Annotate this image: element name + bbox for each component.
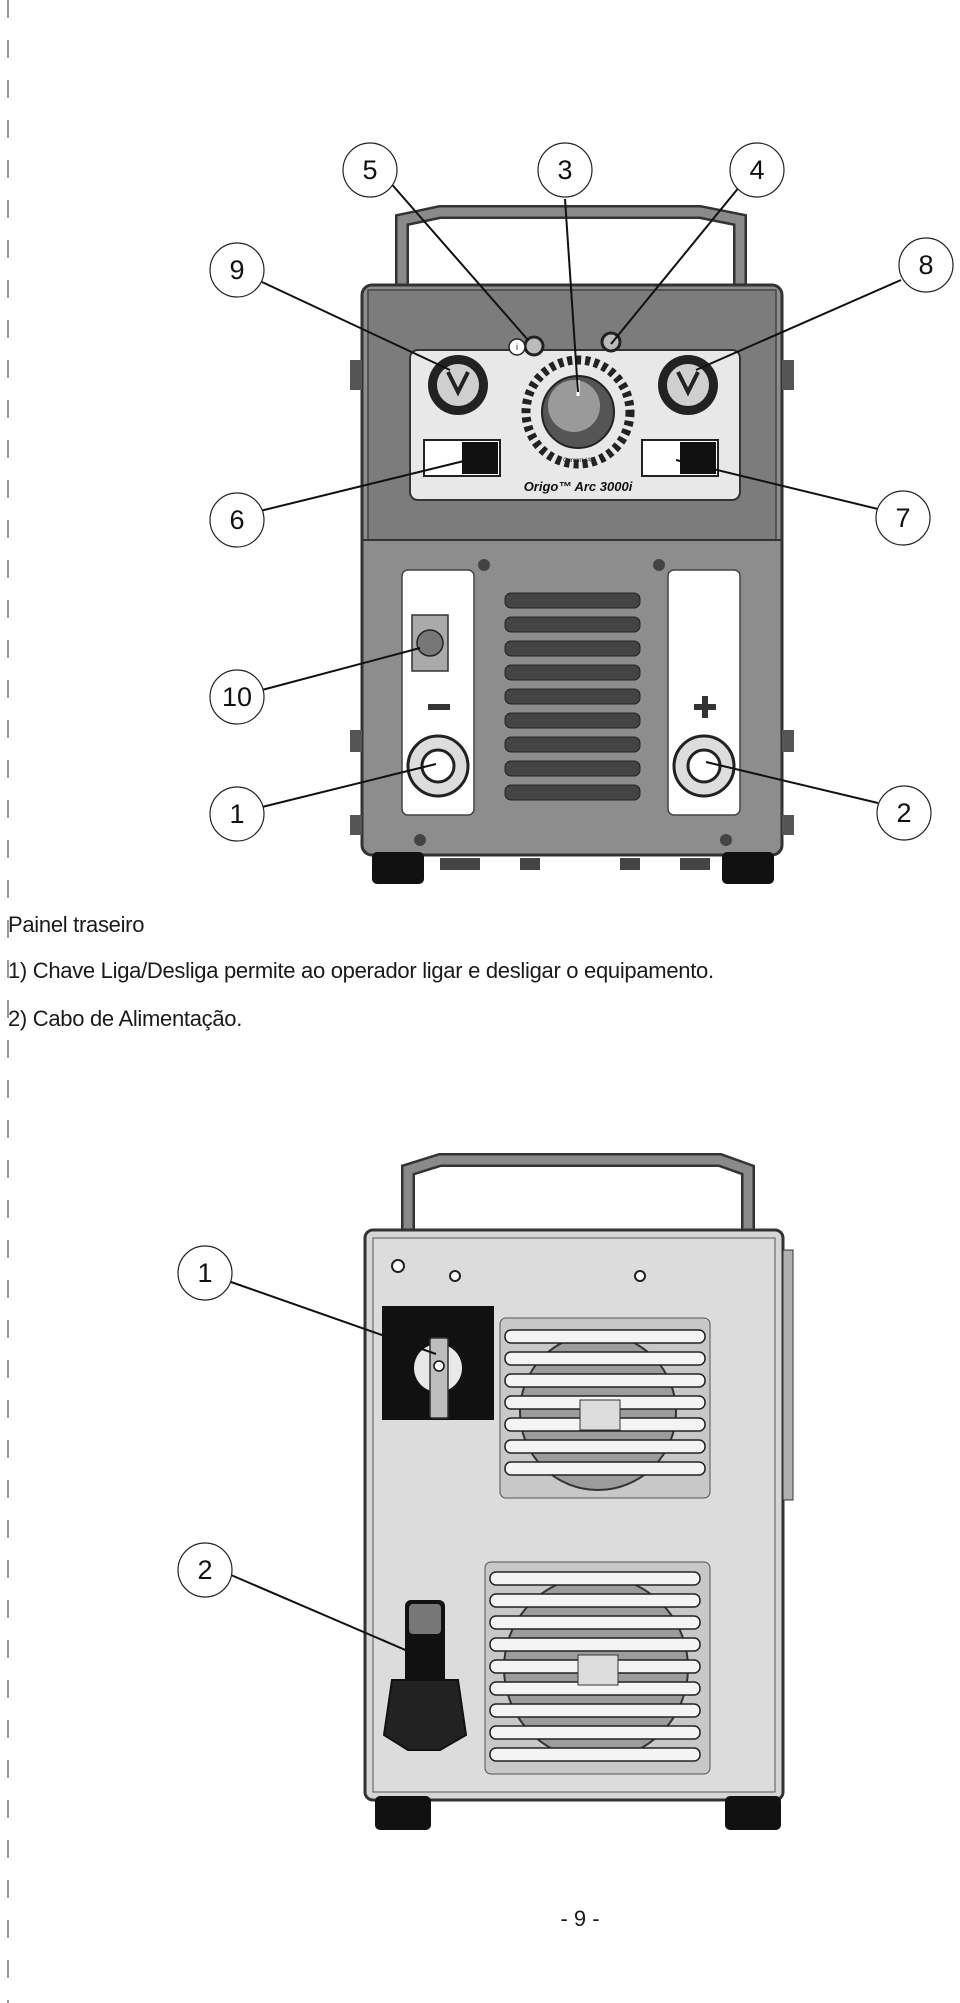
callout-6: 6 xyxy=(209,492,265,548)
callout-9: 9 xyxy=(209,242,265,298)
callout-1-rear: 1 xyxy=(177,1245,233,1301)
front-panel-figure: i Origo™ Arc 3000i Current (A) xyxy=(209,142,954,884)
svg-text:7: 7 xyxy=(895,503,910,533)
item-1-text: 1) Chave Liga/Desliga permite ao operado… xyxy=(8,958,714,983)
svg-text:4: 4 xyxy=(749,155,764,185)
callout-2-rear: 2 xyxy=(177,1542,233,1598)
rear-panel-figure: 1 2 xyxy=(177,1153,794,1830)
svg-text:1: 1 xyxy=(229,799,244,829)
callout-5: 5 xyxy=(342,142,398,198)
svg-text:9: 9 xyxy=(229,255,244,285)
callout-2-front: 2 xyxy=(876,785,932,841)
svg-text:5: 5 xyxy=(362,155,377,185)
svg-text:6: 6 xyxy=(229,505,244,535)
svg-text:2: 2 xyxy=(896,798,911,828)
callout-4: 4 xyxy=(729,142,785,198)
callout-8: 8 xyxy=(898,237,954,293)
callout-7: 7 xyxy=(875,490,931,546)
svg-text:8: 8 xyxy=(918,250,933,280)
panel-brand-text: Origo™ Arc 3000i xyxy=(524,479,633,494)
svg-text:10: 10 xyxy=(222,682,252,712)
svg-text:1: 1 xyxy=(197,1258,212,1288)
callout-1-front: 1 xyxy=(209,786,265,842)
callout-10: 10 xyxy=(209,669,265,725)
svg-text:2: 2 xyxy=(197,1555,212,1585)
page-number: - 9 - xyxy=(560,1906,600,1931)
current-label-text: Current (A) xyxy=(563,458,593,464)
svg-text:3: 3 xyxy=(557,155,572,185)
svg-text:i: i xyxy=(516,342,518,352)
margin-guide-line xyxy=(7,0,9,2003)
section-title: Painel traseiro xyxy=(8,912,145,937)
callout-3: 3 xyxy=(537,142,593,198)
item-2-text: 2) Cabo de Alimentação. xyxy=(8,1006,243,1031)
